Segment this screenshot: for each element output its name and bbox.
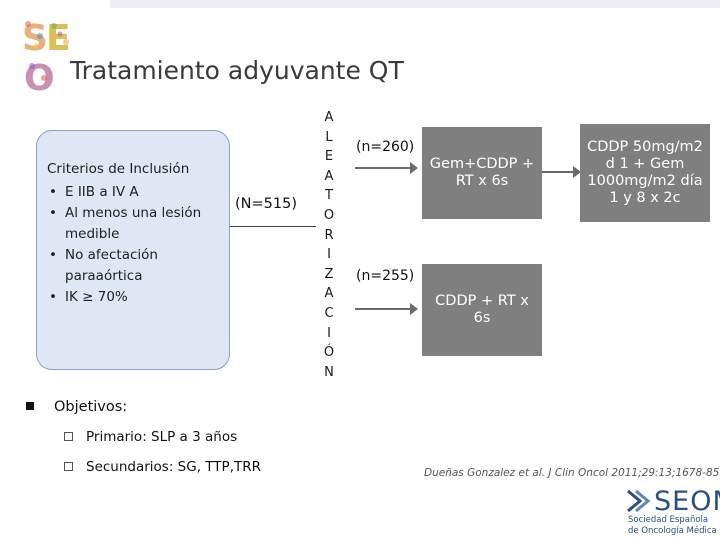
seom-logo-subtitle: Sociedad Española de Oncología Médica [628,515,717,537]
top-decoration-bar [110,0,720,8]
randomization-letter: A [324,110,334,125]
randomization-letter: E [324,149,334,165]
arm2-arrow [355,303,418,315]
checkbox-bullet-icon [64,432,73,441]
objectives-title: Objetivos: [54,399,128,415]
arm1-followup-box: CDDP 50mg/m2 d 1 + Gem 1000mg/m2 día 1 y… [580,124,710,222]
criteria-item: E IIB a IV A [47,182,223,203]
arm2-n-label: (n=255) [356,268,415,284]
arm1-treatment-box: Gem+CDDP + RT x 6s [422,127,542,219]
randomization-letter: Z [324,266,334,282]
seom-logo-mark-icon [627,489,651,513]
randomization-letter: L [325,129,333,145]
seom-logo-text: SEOM [654,486,720,517]
randomization-letter: A [324,168,334,184]
randomization-letter: T [325,188,333,204]
objective-item: Secundarios: SG, TTP,TRR [86,459,261,475]
criteria-heading: Criterios de Inclusión [47,161,190,177]
randomization-letter: R [324,227,334,243]
randomization-letter: O [323,207,335,223]
total-patients-label: (N=515) [235,196,297,212]
svg-text:E: E [46,18,71,59]
randomization-vertical-label: A L E A T O R I Z A C I Ó N [318,108,340,382]
criteria-item: IK ≥ 70% [47,287,223,308]
objective-item: Primario: SLP a 3 años [86,429,238,445]
seom-subtitle-line: de Oncología Médica [628,526,717,536]
citation-text: Dueñas Gonzalez et al. J Clin Oncol 2011… [424,467,720,479]
randomization-letter: I [327,247,331,263]
criteria-item: No afectación paraaórtica [47,245,223,287]
svg-text:O: O [24,58,55,92]
criteria-list: E IIB a IV A Al menos una lesión medible… [47,182,223,308]
randomization-letter: A [324,286,334,302]
criteria-item: Al menos una lesión medible [47,203,223,245]
total-connector-line [230,226,316,227]
checkbox-bullet-icon [64,462,73,471]
seom-subtitle-line: Sociedad Española [628,515,709,525]
objectives-bullet-icon [26,402,34,410]
arm2-treatment-box: CDDP + RT x 6s [422,264,542,356]
arm1-n-label: (n=260) [356,139,415,155]
inclusion-criteria-box: Criterios de Inclusión E IIB a IV A Al m… [36,130,230,370]
arm1-followup-arrow [542,166,581,178]
randomization-letter: I [327,325,331,341]
randomization-letter: C [324,305,334,321]
arm1-arrow [355,162,418,174]
seo-logo-icon: S E O [22,18,71,92]
randomization-letter: Ó [323,345,335,361]
randomization-letter: N [324,364,334,380]
slide-title: Tratamiento adyuvante QT [70,56,404,85]
